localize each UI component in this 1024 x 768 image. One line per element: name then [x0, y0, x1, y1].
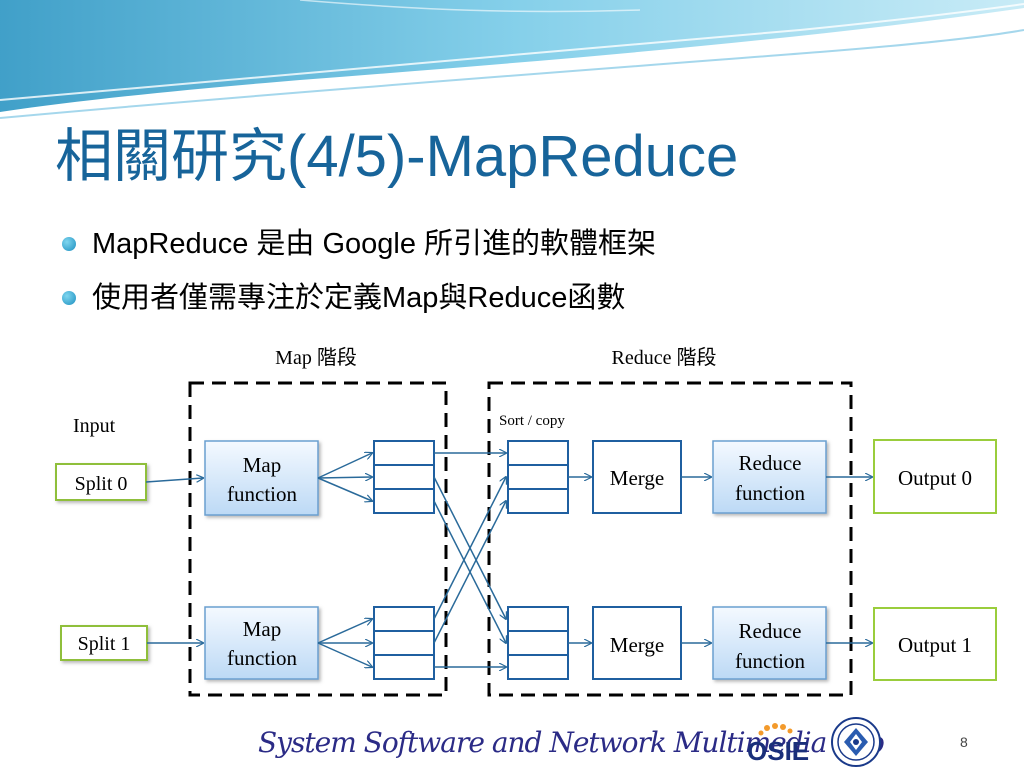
map-output-stack-0	[373, 440, 435, 514]
bullet-text: 使用者僅需專注於定義Map與Reduce函數	[92, 282, 626, 314]
bullet-icon	[62, 291, 76, 305]
output-1: Output 1	[873, 607, 997, 681]
map-function-label: Map	[243, 617, 282, 641]
arrow-split0-map	[145, 478, 203, 483]
reduce-function-label: Reduce	[739, 619, 802, 643]
reduce-function-label: Reduce	[739, 451, 802, 475]
reduce-function-label: function	[735, 649, 805, 673]
osie-logo-text: OSIE	[747, 736, 809, 764]
bullet-list: MapReduce 是由 Google 所引進的軟體框架 使用者僅需專注於定義M…	[62, 226, 656, 334]
arrow-map-partition	[317, 477, 372, 478]
split-0-label: Split 0	[75, 473, 128, 495]
output-0: Output 0	[873, 439, 997, 514]
arrow-map-partition	[317, 642, 372, 667]
flow-arrows	[145, 453, 872, 667]
reduce-input-stack-0	[507, 440, 569, 514]
output-1-label: Output 1	[898, 633, 972, 657]
university-seal-icon	[831, 717, 881, 767]
reduce-phase-box	[487, 381, 853, 697]
merge-box-1: Merge	[592, 606, 682, 680]
split-0: Split 0	[55, 463, 147, 501]
bullet-item: 使用者僅需專注於定義Map與Reduce函數	[62, 280, 656, 334]
merge-label: Merge	[610, 466, 664, 490]
merge-box-0: Merge	[592, 440, 682, 514]
map-function-1: Map function	[204, 606, 319, 680]
footer-lab-name: System Software and Network Multimedia L…	[258, 726, 885, 759]
merge-label: Merge	[610, 633, 664, 657]
arrow-map-partition	[317, 477, 372, 501]
slide-title: 相關研究(4/5)-MapReduce	[55, 124, 739, 189]
map-phase-label: Map 階段	[275, 346, 357, 369]
map-output-stack-1	[373, 606, 435, 680]
bullet-item: MapReduce 是由 Google 所引進的軟體框架	[62, 226, 656, 280]
map-function-label: function	[227, 646, 297, 670]
arrow-map-partition	[317, 619, 372, 644]
map-function-0: Map function	[204, 440, 319, 516]
reduce-function-0: Reduce function	[712, 440, 827, 514]
split-1-label: Split 1	[78, 633, 131, 655]
reduce-phase-label: Reduce 階段	[612, 346, 717, 369]
map-function-label: Map	[243, 453, 282, 477]
page-number: 8	[960, 734, 968, 750]
arrow-shuffle	[433, 501, 506, 644]
arrow-shuffle	[433, 477, 506, 620]
input-label: Input	[73, 415, 116, 437]
arrow-map-partition	[317, 453, 372, 479]
reduce-input-stack-1	[507, 606, 569, 680]
bullet-text: MapReduce 是由 Google 所引進的軟體框架	[92, 228, 657, 260]
output-0-label: Output 0	[898, 466, 972, 490]
sort-copy-label: Sort / copy	[499, 413, 565, 429]
split-1: Split 1	[60, 625, 148, 661]
reduce-function-label: function	[735, 481, 805, 505]
osie-logo: OSIE	[747, 723, 809, 764]
bullet-icon	[62, 237, 76, 251]
reduce-function-1: Reduce function	[712, 606, 827, 680]
header-wave-decoration	[0, 0, 1024, 119]
map-phase-box	[188, 381, 448, 697]
map-function-label: function	[227, 482, 297, 506]
mapreduce-diagram: Map 階段 Reduce 階段 Input Sort / copy Split…	[55, 346, 997, 697]
